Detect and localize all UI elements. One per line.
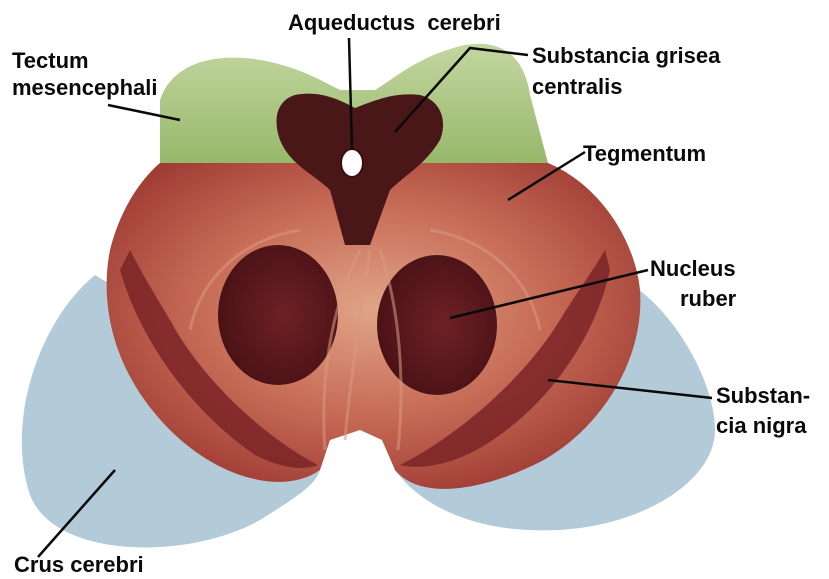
label-substancia-grisea-line1: Substancia grisea — [532, 43, 721, 68]
label-substantia-nigra-line2: cia nigra — [716, 413, 807, 438]
label-tectum-line1: Tectum — [12, 48, 89, 73]
label-crus-cerebri: Crus cerebri — [14, 552, 144, 577]
label-substancia-grisea-line2: centralis — [532, 74, 623, 99]
nucleus-ruber-right — [377, 255, 497, 395]
label-substantia-nigra-line1: Substan- — [716, 383, 810, 408]
label-nucleus-ruber-line1: Nucleus — [650, 256, 736, 281]
label-nucleus-ruber-line2: ruber — [680, 286, 737, 311]
label-tegmentum: Tegmentum — [583, 141, 706, 166]
nucleus-ruber-left — [218, 245, 338, 385]
label-aqueductus-cerebri: Aqueductus cerebri — [288, 10, 501, 35]
aqueductus-cerebri-opening — [341, 149, 363, 177]
label-tectum-line2: mesencephali — [12, 75, 158, 100]
